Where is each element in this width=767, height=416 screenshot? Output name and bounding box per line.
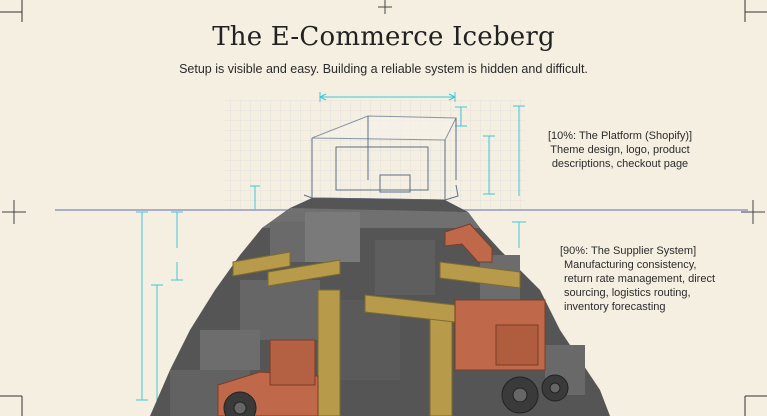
page-title: The E-Commerce Iceberg	[212, 22, 555, 52]
supplier-line: Manufacturing consistency,	[564, 259, 697, 271]
supplier-heading: [90%: The Supplier System]	[560, 245, 697, 257]
brass-beams	[232, 251, 521, 416]
gear-icon	[223, 374, 569, 416]
supplier-line: return rate management, direct	[564, 273, 716, 285]
page-subtitle: Setup is visible and easy. Building a re…	[179, 62, 588, 76]
platform-line: descriptions, checkout page	[551, 158, 689, 170]
platform-line: Theme design, logo, product	[550, 144, 690, 156]
supplier-annotation: [90%: The Supplier System] Manufacturing…	[560, 244, 760, 314]
dimension-lines	[250, 92, 526, 252]
supplier-line: inventory forecasting	[564, 301, 666, 313]
platform-annotation: [10%: The Platform (Shopify)] Theme desi…	[520, 129, 720, 171]
copper-machinery	[217, 223, 546, 416]
supplier-line: sourcing, logistics routing,	[564, 287, 691, 299]
platform-heading: [10%: The Platform (Shopify)]	[547, 130, 693, 142]
